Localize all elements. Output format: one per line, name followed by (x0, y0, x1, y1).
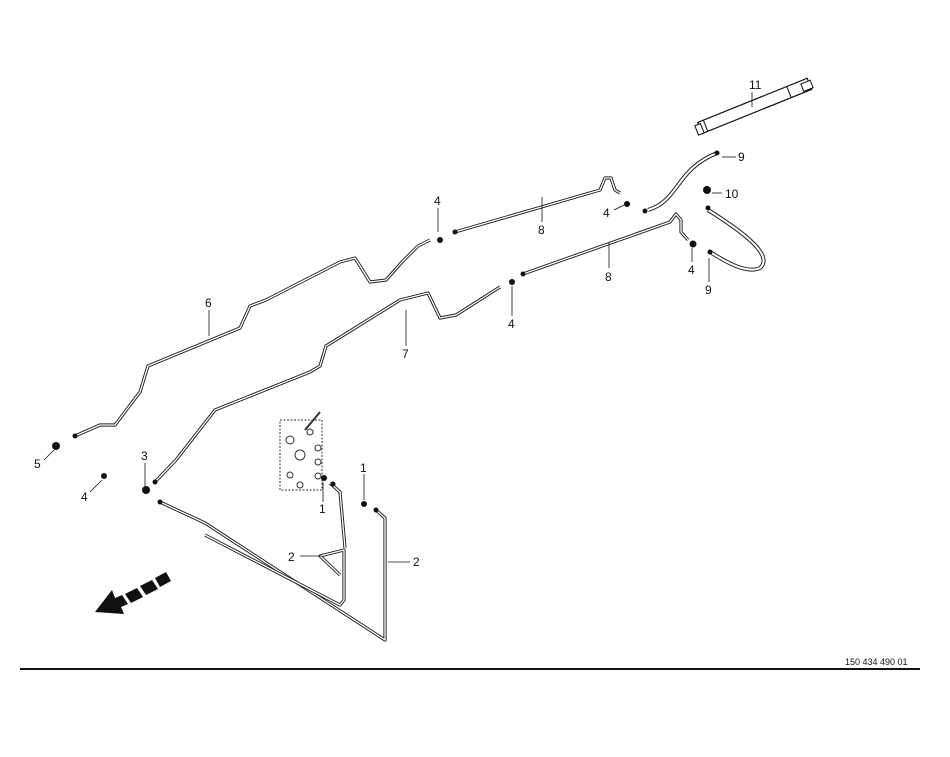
callout-11: 11 (749, 78, 762, 92)
pipe-8-lower (521, 212, 690, 276)
callout-9: 9 (705, 283, 712, 297)
footer-rule (20, 668, 920, 670)
callout-2: 2 (413, 555, 420, 569)
callout-2: 2 (288, 550, 295, 564)
callout-6: 6 (205, 296, 212, 310)
callout-labels: 11 9 10 4 8 4 8 4 9 6 4 7 5 3 4 1 1 2 2 (34, 78, 762, 569)
callout-4: 4 (81, 490, 88, 504)
leader-lines (43, 92, 753, 563)
callout-3: 3 (141, 449, 148, 463)
pipe-7 (153, 285, 502, 484)
hose-9-lower (706, 208, 766, 272)
callout-8: 8 (605, 270, 612, 284)
fittings (52, 150, 720, 513)
hydraulic-cylinder (694, 77, 814, 136)
hose-9-upper (646, 151, 719, 212)
callout-7: 7 (402, 347, 409, 361)
callout-1: 1 (319, 502, 326, 516)
callout-1: 1 (360, 461, 367, 475)
callout-10: 10 (725, 187, 739, 201)
direction-arrow (95, 572, 171, 614)
callout-4: 4 (434, 194, 441, 208)
callout-4: 4 (603, 206, 610, 220)
callout-5: 5 (34, 457, 41, 471)
callout-9: 9 (738, 150, 745, 164)
control-valve-block (279, 411, 323, 491)
pipe-6 (73, 238, 432, 438)
callout-4: 4 (508, 317, 515, 331)
drawing-number: 150 434 490 01 (845, 657, 908, 667)
callout-4: 4 (688, 263, 695, 277)
callout-8: 8 (538, 223, 545, 237)
